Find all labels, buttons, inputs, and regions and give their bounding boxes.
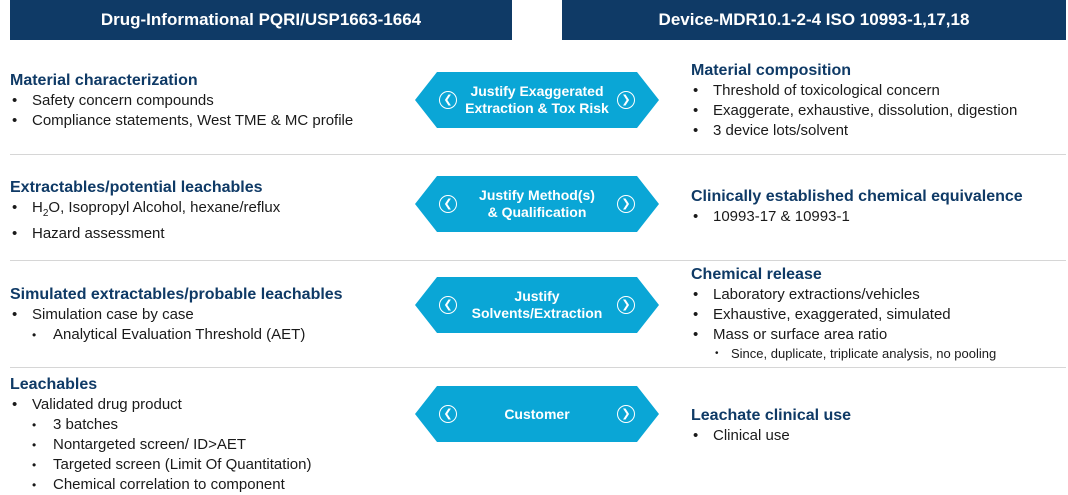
material-characterization-block: Material characterization Safety concern… [10, 71, 353, 131]
list-item: Validated drug product [10, 395, 311, 415]
list-item: Threshold of toxicological concern [691, 81, 1017, 101]
block-title: Leachate clinical use [691, 407, 852, 424]
block-title: Material composition [691, 62, 852, 79]
simulated-extractables-block: Simulated extractables/probable leachabl… [10, 285, 343, 345]
leachate-clinical-use-block: Leachate clinical use Clinical use [691, 406, 851, 446]
sub-list-item: Chemical correlation to component [10, 475, 311, 495]
chevron-left-circle-icon: ❮ [439, 296, 457, 314]
block-title: Simulated extractables/probable leachabl… [10, 286, 343, 303]
header-left-label: Drug-Informational PQRI/USP1663-1664 [100, 10, 422, 29]
chem-h: H [32, 199, 43, 216]
arrow-label-line: Justify Method(s) [479, 187, 595, 203]
list-item: Compliance statements, West TME & MC pro… [10, 111, 353, 131]
list-item: Exaggerate, exhaustive, dissolution, dig… [691, 101, 1017, 121]
list-item: Mass or surface area ratio [691, 325, 996, 345]
chevron-right-circle-icon: ❯ [617, 195, 635, 213]
list-item: Hazard assessment [10, 224, 280, 244]
row-divider [10, 367, 1066, 368]
list-item: Clinical use [691, 426, 851, 446]
block-title: Extractables/potential leachables [10, 179, 263, 196]
header-right-label: Device-MDR10.1-2-4 ISO 10993-1,17,18 [658, 10, 970, 29]
sub-list-item: 3 batches [10, 415, 311, 435]
sub-list-item: Nontargeted screen/ ID>AET [10, 435, 311, 455]
chevron-left-circle-icon: ❮ [439, 91, 457, 109]
drug-informational-header: Drug-Informational PQRI/USP1663-1664 [10, 0, 512, 40]
material-composition-block: Material composition Threshold of toxico… [691, 61, 1017, 141]
extractables-potential-leachables-block: Extractables/potential leachables H2O, I… [10, 178, 280, 244]
chevron-right-circle-icon: ❯ [617, 91, 635, 109]
chevron-left-circle-icon: ❮ [439, 405, 457, 423]
double-arrow-shape [415, 176, 659, 232]
chemical-equivalence-block: Clinically established chemical equivale… [691, 187, 1023, 227]
customer-arrow: ❮ Customer ❯ [415, 386, 659, 442]
arrow-label-line: Customer [504, 405, 570, 422]
block-title: Material characterization [10, 72, 198, 89]
double-arrow-shape [415, 277, 659, 333]
arrow-label-line: & Qualification [487, 204, 587, 220]
list-item: Laboratory extractions/vehicles [691, 285, 996, 305]
double-arrow-shape [415, 72, 659, 128]
chem-subscript: 2 [42, 208, 49, 219]
arrow-label-line: Justify [514, 288, 560, 304]
sub-list-item: Analytical Evaluation Threshold (AET) [10, 325, 343, 345]
row-divider [10, 154, 1066, 155]
chem-rest: O, Isopropyl Alcohol, hexane/reflux [48, 199, 281, 216]
block-title: Leachables [10, 376, 98, 393]
list-item: Simulation case by case [10, 305, 343, 325]
arrow-label-line: Solvents/Extraction [471, 305, 603, 321]
leachables-block: Leachables Validated drug product 3 batc… [10, 375, 311, 495]
arrow-label-line: Justify Exaggerated [470, 83, 604, 99]
list-item: Safety concern compounds [10, 91, 353, 111]
list-item: H2O, Isopropyl Alcohol, hexane/reflux [10, 198, 280, 224]
list-item: 10993-17 & 10993-1 [691, 207, 1023, 227]
list-item: 3 device lots/solvent [691, 121, 1017, 141]
device-mdr-header: Device-MDR10.1-2-4 ISO 10993-1,17,18 [562, 0, 1066, 40]
double-arrow-shape [415, 386, 659, 442]
sub-list-item: Since, duplicate, triplicate analysis, n… [691, 345, 996, 363]
justify-methods-arrow: ❮ Justify Method(s)& Qualification ❯ [415, 176, 659, 232]
chevron-left-circle-icon: ❮ [439, 195, 457, 213]
block-title: Chemical release [691, 266, 822, 283]
chemical-release-block: Chemical release Laboratory extractions/… [691, 265, 996, 363]
list-item: Exhaustive, exaggerated, simulated [691, 305, 996, 325]
block-title: Clinically established chemical equivale… [691, 188, 1023, 205]
row-divider [10, 260, 1066, 261]
chevron-right-circle-icon: ❯ [617, 296, 635, 314]
chevron-right-circle-icon: ❯ [617, 405, 635, 423]
sub-list-item: Targeted screen (Limit Of Quantitation) [10, 455, 311, 475]
arrow-label-line: Extraction & Tox Risk [465, 100, 609, 116]
